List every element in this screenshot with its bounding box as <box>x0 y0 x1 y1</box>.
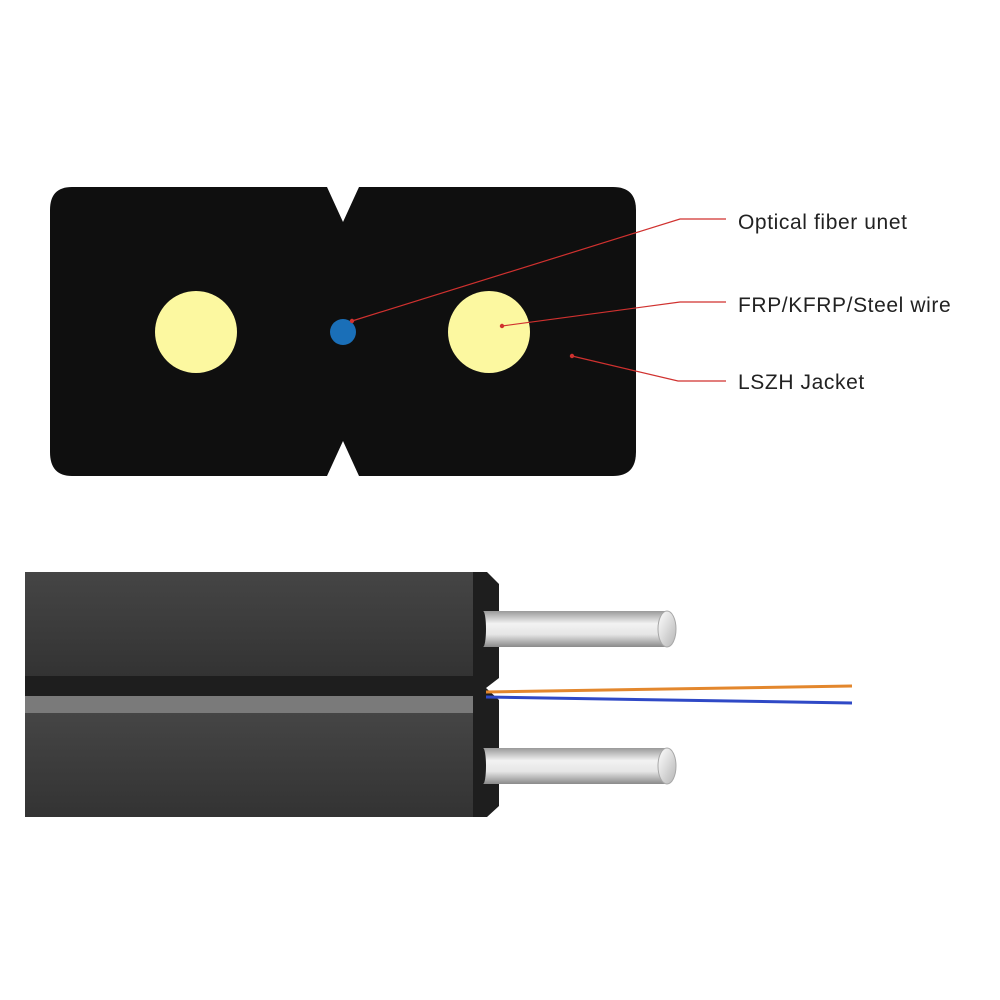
side-view-cable <box>25 572 853 817</box>
label-optical-fiber-unit: Optical fiber unet <box>738 211 908 234</box>
leader-dot-jacket <box>569 353 575 359</box>
leader-line-fiber-unit <box>351 218 726 322</box>
label-strength-member: FRP/KFRP/Steel wire <box>738 294 951 317</box>
side-jacket-lower <box>25 713 473 817</box>
leader-lines <box>349 218 726 382</box>
side-jacket-groove <box>25 696 473 713</box>
side-fiber-blue <box>485 695 853 705</box>
leader-line-jacket <box>571 355 726 382</box>
label-lszh-jacket: LSZH Jacket <box>738 371 865 394</box>
side-strength-wire-upper <box>480 610 677 648</box>
strength-member-right <box>448 291 530 373</box>
cross-section-view <box>50 187 636 476</box>
leader-line-strength-member <box>501 301 726 327</box>
side-jacket-upper <box>25 572 473 676</box>
side-fiber-orange <box>485 684 853 694</box>
leader-dot-strength-member <box>499 323 505 329</box>
optical-fiber-unit <box>330 319 356 345</box>
side-strength-wire-lower <box>480 747 677 785</box>
callout-labels: Optical fiber unet FRP/KFRP/Steel wire L… <box>738 211 951 394</box>
strength-member-left <box>155 291 237 373</box>
side-jacket-center-gap <box>25 676 473 696</box>
leader-dot-fiber-unit <box>349 318 355 324</box>
